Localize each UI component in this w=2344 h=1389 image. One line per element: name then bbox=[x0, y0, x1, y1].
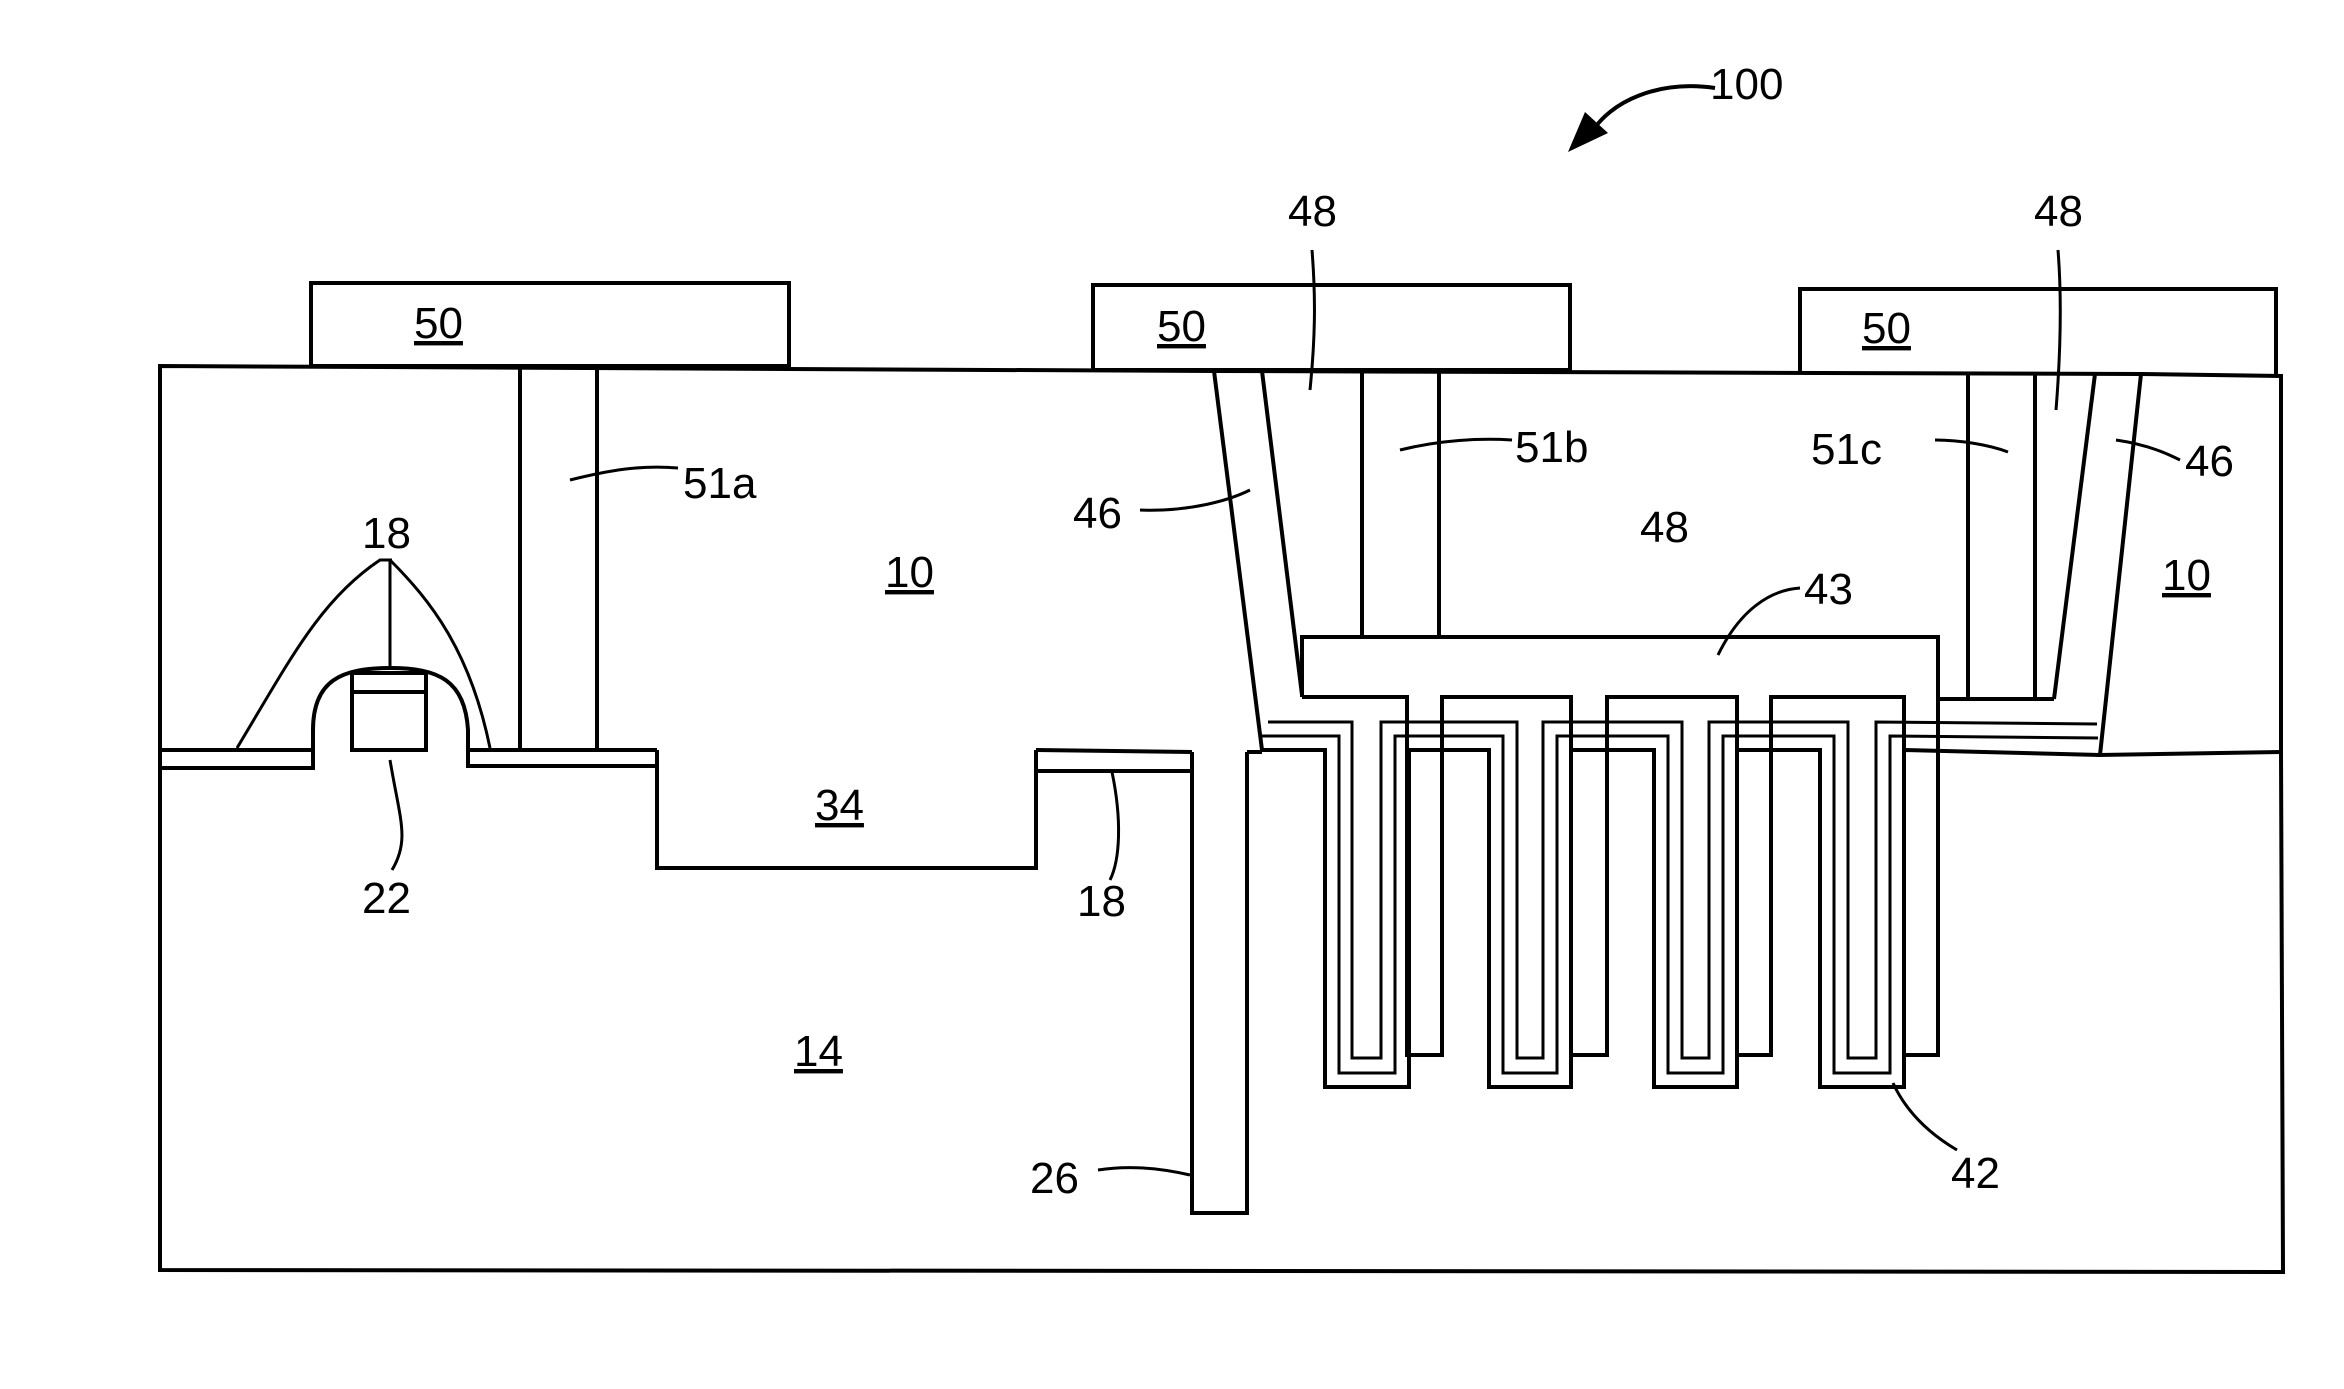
label-46-right: 46 bbox=[2185, 437, 2234, 486]
label-48-center: 48 bbox=[1640, 503, 1689, 552]
pad-50-left bbox=[311, 283, 789, 366]
label-42: 42 bbox=[1951, 1149, 2000, 1198]
reference-arrow-100 bbox=[1568, 86, 1715, 152]
transistor-gate bbox=[160, 668, 657, 768]
label-51a: 51a bbox=[683, 459, 757, 508]
label-18-top: 18 bbox=[362, 509, 411, 558]
label-50-middle: 50 bbox=[1157, 302, 1206, 351]
label-22: 22 bbox=[362, 874, 411, 923]
label-46-left: 46 bbox=[1073, 489, 1122, 538]
via-51c bbox=[1968, 373, 2035, 699]
plate-43 bbox=[1302, 637, 1938, 699]
label-34: 34 bbox=[815, 781, 864, 830]
label-10-right: 10 bbox=[2162, 551, 2211, 600]
label-50-left: 50 bbox=[414, 299, 463, 348]
label-43: 43 bbox=[1804, 565, 1853, 614]
capacitor-comb-42-middle bbox=[1262, 736, 2098, 1073]
via-51b bbox=[1362, 371, 1439, 637]
label-10-left: 10 bbox=[885, 548, 934, 597]
label-100: 100 bbox=[1710, 60, 1783, 109]
gate-electrode bbox=[352, 673, 426, 750]
isolation-26 bbox=[1192, 752, 1247, 1213]
via-51a bbox=[520, 368, 597, 748]
label-18-bottom: 18 bbox=[1077, 877, 1126, 926]
label-51b: 51b bbox=[1515, 423, 1588, 472]
label-48-top-right: 48 bbox=[2034, 187, 2083, 236]
label-50-right: 50 bbox=[1862, 304, 1911, 353]
label-26: 26 bbox=[1030, 1154, 1079, 1203]
label-51c: 51c bbox=[1811, 425, 1882, 474]
label-14: 14 bbox=[794, 1027, 843, 1076]
label-48-top-left: 48 bbox=[1288, 187, 1337, 236]
